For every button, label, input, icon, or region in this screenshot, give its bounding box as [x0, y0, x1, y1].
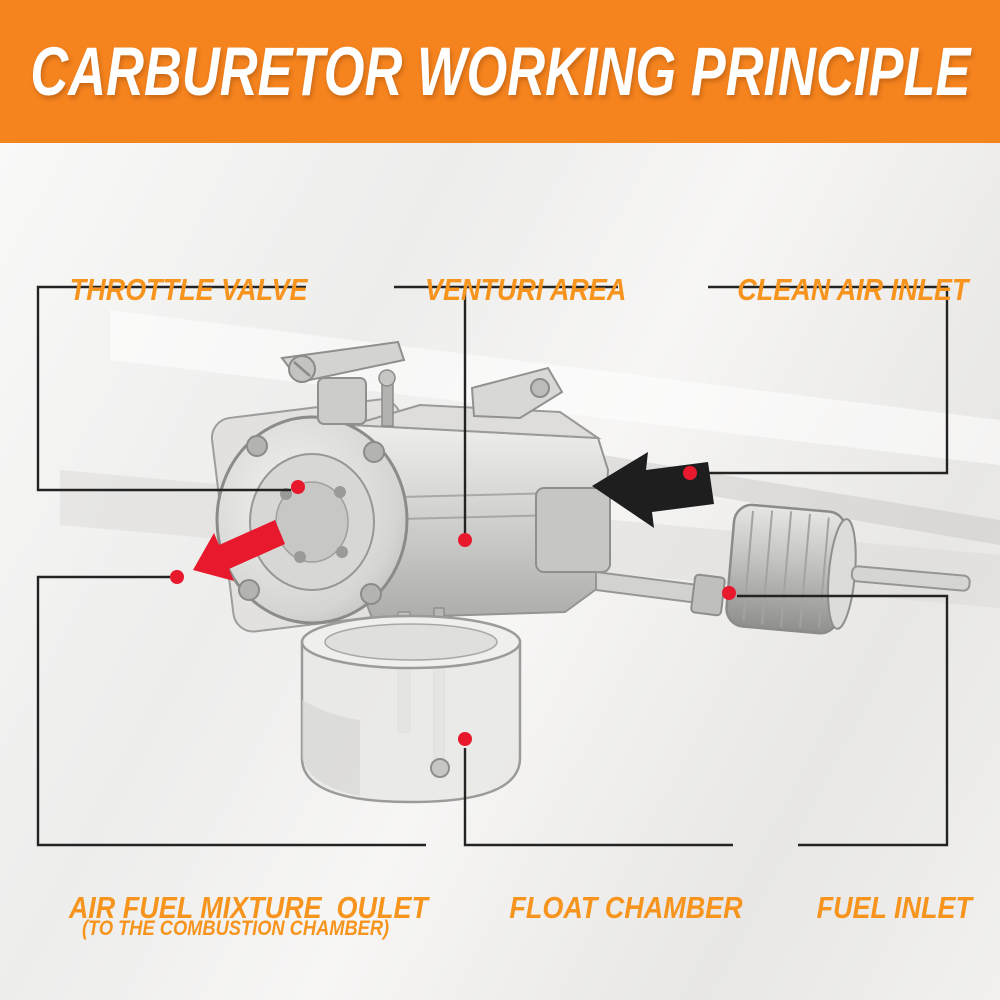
leader-line-float-chamber — [463, 748, 733, 847]
air-inlet-boss — [535, 487, 611, 573]
label-clean-air-inlet-text: CLEAN AIR INLET — [737, 272, 969, 307]
float-chamber-dot-icon — [458, 732, 472, 746]
throttle-valve-dot-icon — [291, 480, 305, 494]
leader-line-venturi-area — [394, 285, 618, 534]
leader-line-throttle-valve — [36, 285, 306, 492]
leader-line-clean-air-inlet — [699, 285, 949, 475]
leader-line-fuel-inlet — [737, 594, 949, 847]
label-air-fuel-mixture-outlet-text: AIR FUEL MIXTURE OULET — [69, 890, 429, 925]
leader-line-mixture-outlet — [36, 575, 426, 847]
fuel-inlet-dot-icon — [722, 586, 736, 600]
label-air-fuel-mixture-outlet: AIR FUEL MIXTURE OULET — [25, 854, 429, 926]
pointer-dots — [170, 466, 736, 746]
carburetor-illustration — [210, 340, 971, 804]
label-fuel-inlet: FUEL INLET — [788, 854, 972, 926]
fuel-line-and-filter — [595, 503, 971, 635]
label-combustion-chamber-note: (TO THE COMBUSTION CHAMBER) — [25, 893, 435, 941]
label-float-chamber: FLOAT CHAMBER — [475, 854, 743, 926]
label-float-chamber-text: FLOAT CHAMBER — [509, 890, 743, 925]
float-bowl — [300, 607, 522, 804]
page-title: CARBURETOR WORKING PRINCIPLE — [29, 33, 971, 110]
carburetor-main-body — [348, 403, 611, 620]
title-banner: CARBURETOR WORKING PRINCIPLE — [0, 0, 1000, 143]
label-throttle-valve: THROTTLE VALVE — [35, 236, 308, 308]
mounting-flange — [215, 415, 409, 625]
label-combustion-chamber-note-text: (TO THE COMBUSTION CHAMBER) — [82, 917, 390, 940]
mixture-outlet-dot-icon — [170, 570, 184, 584]
mixture-out-arrow-icon — [193, 520, 285, 581]
label-clean-air-inlet: CLEAN AIR INLET — [703, 236, 969, 308]
label-fuel-inlet-text: FUEL INLET — [816, 890, 973, 925]
clean-air-inlet-dot-icon — [683, 466, 697, 480]
label-throttle-valve-text: THROTTLE VALVE — [69, 272, 308, 307]
venturi-area-dot-icon — [458, 533, 472, 547]
leader-lines — [36, 285, 949, 847]
throttle-linkage — [280, 340, 564, 427]
label-venturi-area-text: VENTURI AREA — [425, 272, 627, 307]
label-venturi-area: VENTURI AREA — [393, 236, 626, 308]
